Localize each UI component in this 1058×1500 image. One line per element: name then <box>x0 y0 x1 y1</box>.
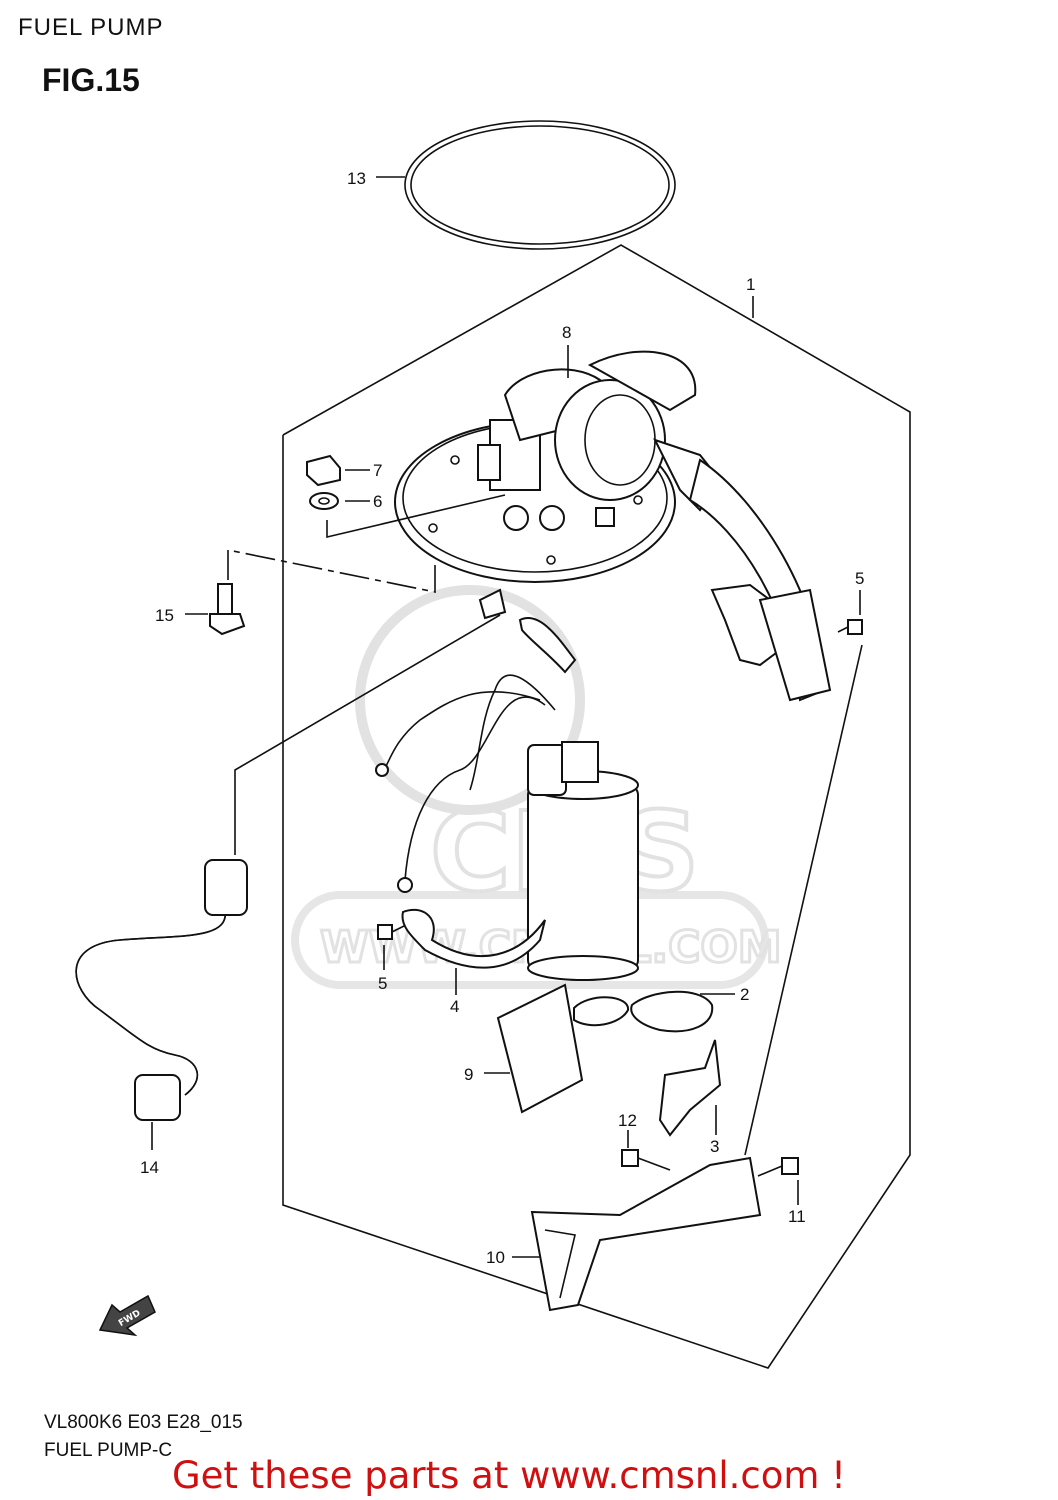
promo-link[interactable]: Get these parts at www.cmsnl.com ! <box>172 1454 847 1497</box>
fuel-hose <box>75 859 248 1121</box>
fuel-pump-motor <box>527 741 639 981</box>
callout-15: 15 <box>155 606 174 625</box>
callout-9: 9 <box>464 1065 473 1084</box>
callout-7: 7 <box>373 461 382 480</box>
wire-harness <box>375 588 577 893</box>
flange-bolt <box>209 583 246 636</box>
pump-bracket <box>658 1039 722 1137</box>
washer <box>309 492 339 510</box>
nut <box>306 454 341 487</box>
callout-2: 2 <box>740 985 749 1004</box>
callout-8: 8 <box>562 323 571 342</box>
callout-5-left: 5 <box>378 974 387 993</box>
callout-1: 1 <box>746 275 755 294</box>
callout-10: 10 <box>486 1248 505 1267</box>
callout-13: 13 <box>347 169 366 188</box>
pump-clamp <box>401 908 546 969</box>
figure-number: FIG.15 <box>42 62 140 98</box>
pump-spacer <box>630 990 714 1033</box>
bracket-screw <box>837 619 863 635</box>
side-bracket <box>710 583 832 702</box>
callout-12: 12 <box>618 1111 637 1130</box>
forward-arrow-icon: FWD <box>98 1294 156 1337</box>
callout-14: 14 <box>140 1158 159 1177</box>
diagram-title: FUEL PUMP <box>18 14 164 41</box>
holder-screw <box>757 1157 799 1177</box>
callout-5-right: 5 <box>855 569 864 588</box>
callout-6: 6 <box>373 492 382 511</box>
callout-11: 11 <box>788 1207 806 1226</box>
o-ring <box>404 120 676 250</box>
bracket-bolt <box>621 1149 671 1171</box>
callout-4: 4 <box>450 997 459 1016</box>
pump-holder <box>530 1156 762 1312</box>
clamp-screw <box>377 924 405 940</box>
assembly-outline <box>282 244 911 1369</box>
fuel-strainer <box>496 983 629 1114</box>
diagram-code: VL800K6 E03 E28_015 <box>44 1412 243 1433</box>
diagram-subtitle: FUEL PUMP-C <box>44 1440 173 1461</box>
callout-3: 3 <box>710 1137 719 1156</box>
